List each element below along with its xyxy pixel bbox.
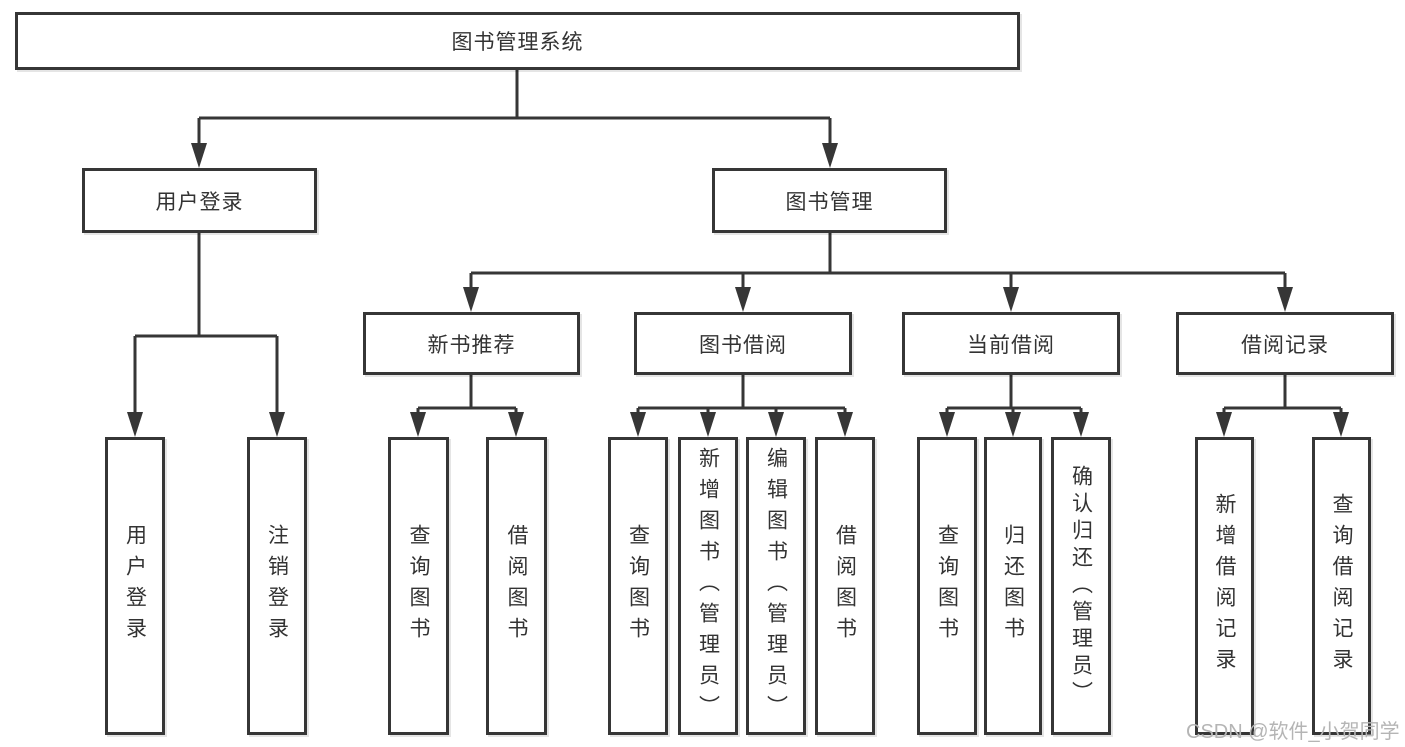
node-user-login-label: 用户登录: [155, 190, 244, 214]
node-new-book-recommend-label: 新书推荐: [427, 333, 516, 357]
leaf-borrow-books-2-label: 借阅图书: [833, 524, 857, 648]
leaf-search-books-1: 查询图书: [388, 437, 449, 735]
leaf-add-borrow-record: 新增借阅记录: [1195, 437, 1254, 735]
leaf-search-books-3-label: 查询图书: [935, 524, 959, 648]
leaf-edit-books-admin-label: 编辑图书（管理员）: [764, 446, 788, 726]
node-root: 图书管理系统: [15, 12, 1020, 70]
leaf-logout: 注销登录: [247, 437, 307, 735]
leaf-search-books-1-label: 查询图书: [407, 524, 430, 648]
leaf-logout-label: 注销登录: [265, 524, 289, 648]
csdn-watermark: CSDN @软件_小贺同学: [1186, 721, 1400, 743]
leaf-return-books: 归还图书: [984, 437, 1042, 735]
leaf-user-login: 用户登录: [105, 437, 165, 735]
node-user-login: 用户登录: [82, 168, 317, 233]
leaf-search-borrow-record: 查询借阅记录: [1312, 437, 1371, 735]
leaf-edit-books-admin: 编辑图书（管理员）: [746, 437, 806, 735]
node-current-borrowing: 当前借阅: [902, 312, 1120, 375]
leaf-borrow-books-1-label: 借阅图书: [505, 524, 528, 648]
leaf-user-login-label: 用户登录: [123, 524, 147, 648]
leaf-add-borrow-record-label: 新增借阅记录: [1213, 493, 1236, 679]
leaf-confirm-return-admin-label: 确认归还（管理员）: [1069, 464, 1093, 708]
leaf-search-borrow-record-label: 查询借阅记录: [1330, 493, 1353, 679]
leaf-search-books-2-label: 查询图书: [626, 524, 650, 648]
node-borrow-records: 借阅记录: [1176, 312, 1394, 375]
leaf-return-books-label: 归还图书: [1001, 524, 1025, 648]
leaf-confirm-return-admin: 确认归还（管理员）: [1051, 437, 1111, 735]
leaf-add-books-admin: 新增图书（管理员）: [678, 437, 738, 735]
leaf-borrow-books-1: 借阅图书: [486, 437, 547, 735]
leaf-borrow-books-2: 借阅图书: [815, 437, 875, 735]
leaf-search-books-3: 查询图书: [917, 437, 977, 735]
node-book-borrowing-label: 图书借阅: [699, 333, 787, 357]
node-current-borrowing-label: 当前借阅: [967, 333, 1055, 357]
leaf-search-books-2: 查询图书: [608, 437, 668, 735]
node-book-management: 图书管理: [712, 168, 947, 233]
node-new-book-recommend: 新书推荐: [363, 312, 580, 375]
leaf-add-books-admin-label: 新增图书（管理员）: [696, 446, 720, 726]
node-book-management-label: 图书管理: [785, 190, 874, 214]
node-borrow-records-label: 借阅记录: [1241, 333, 1329, 357]
node-root-label: 图书管理系统: [451, 31, 584, 54]
node-book-borrowing: 图书借阅: [634, 312, 852, 375]
